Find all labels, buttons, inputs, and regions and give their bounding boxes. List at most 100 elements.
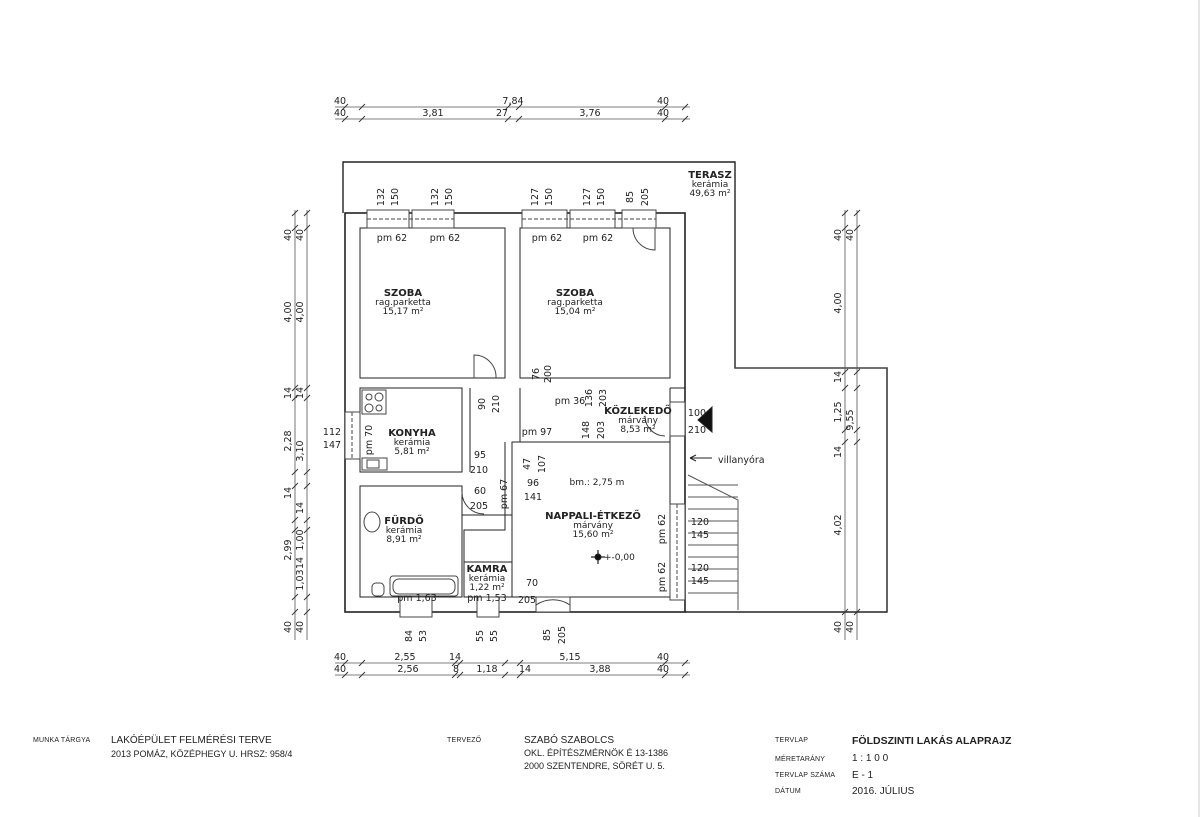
dimension-label: 14 [295, 387, 306, 399]
opening-label: 203 [598, 389, 609, 407]
room-floor: kerámia [692, 180, 728, 190]
dimension-label: 2,28 [283, 430, 294, 451]
sheet-value: FÖLDSZINTI LAKÁS ALAPRAJZ [852, 735, 1012, 747]
opening-label: 70 [526, 578, 538, 589]
opening-label: 150 [390, 188, 401, 206]
designer-name: SZABÓ SZABOLCS [524, 735, 615, 746]
opening-label: 84 [404, 630, 415, 642]
date-value: 2016. JÚLIUS [852, 786, 915, 797]
dimension-label: 14 [833, 371, 844, 383]
dimension-label: 40 [283, 229, 294, 241]
subject-label: MUNKA TÁRGYA [33, 737, 91, 744]
dimension-label: 7,84 [502, 96, 523, 107]
opening-label: 120 [691, 517, 709, 528]
opening-label: 145 [691, 576, 709, 587]
dimension-label: 40 [295, 621, 306, 633]
dimension-ticks [291, 103, 861, 679]
number-label: TERVLAP SZÁMA [775, 772, 836, 779]
windows [344, 209, 686, 618]
room-name: KAMRA [467, 564, 508, 575]
opening-label: 136 [584, 389, 595, 407]
opening-label: pm 62 [583, 233, 613, 244]
opening-label: 53 [418, 630, 429, 642]
opening-label: 205 [640, 188, 651, 206]
opening-label: 132 [430, 188, 441, 206]
opening-label: 47 [522, 458, 533, 470]
dimension-label: 40 [334, 664, 346, 675]
dimension-label: 40 [334, 108, 346, 119]
dimension-label: 2,56 [397, 664, 418, 675]
dimension-label: 40 [657, 96, 669, 107]
designer-label: TERVEZŐ [447, 737, 482, 744]
dimension-label: 40 [334, 652, 346, 663]
opening-label: pm 67 [499, 479, 510, 509]
dimension-label: 9,55 [845, 409, 856, 430]
opening-label: 210 [491, 395, 502, 413]
opening-label: 96 [527, 478, 539, 489]
dimension-label: 8 [453, 664, 459, 675]
dimension-label: 3,88 [589, 664, 610, 675]
room-area: 15,60 m² [572, 530, 613, 540]
room-area: 1,22 m² [469, 583, 505, 593]
dimension-label: 40 [845, 229, 856, 241]
opening-label: 90 [477, 398, 488, 410]
room-name: KÖZLEKEDŐ [604, 403, 672, 417]
number-value: E - 1 [852, 770, 874, 781]
room-area: 15,04 m² [554, 307, 595, 317]
opening-label: 112 [323, 427, 341, 438]
page-edge [1198, 0, 1200, 817]
room-area: 8,91 m² [386, 535, 422, 545]
room-name: SZOBA [556, 288, 595, 299]
dimension-label: 40 [657, 664, 669, 675]
opening-label: 200 [543, 365, 554, 383]
opening-label: pm 62 [657, 562, 668, 592]
dimension-label: 40 [845, 621, 856, 633]
opening-label: 95 [474, 450, 486, 461]
sheet-label: TERVLAP [775, 737, 809, 744]
opening-label: 85 [625, 191, 636, 203]
opening-label: 127 [582, 188, 593, 206]
plan-linework [291, 103, 888, 679]
opening-label: 76 [531, 368, 542, 380]
room-area: 5,81 m² [394, 447, 430, 457]
room-floor: kerámia [386, 526, 422, 536]
opening-label: pm 1,53 [467, 593, 506, 604]
opening-label: pm 97 [522, 427, 552, 438]
opening-label: 150 [596, 188, 607, 206]
dimension-label: 14 [833, 446, 844, 458]
dimension-label: 14 [283, 387, 294, 399]
room-area: 8,53 m² [620, 425, 656, 435]
dimension-label: 27 [496, 108, 508, 119]
room-area: 49,63 m² [689, 189, 730, 199]
dimension-label: 14 [295, 557, 306, 569]
room-floor: rag.parketta [547, 298, 603, 308]
opening-label: pm 70 [364, 425, 375, 455]
opening-label: 55 [475, 630, 486, 642]
opening-label: 60 [474, 486, 486, 497]
dimension-label: 40 [295, 229, 306, 241]
dimension-label: 14 [449, 652, 461, 663]
designer-address: 2000 SZENTENDRE, SÖRÉT U. 5. [524, 761, 665, 771]
opening-label: pm 1,63 [397, 593, 436, 604]
ceiling-height-label: bm.: 2,75 m [570, 478, 625, 488]
scale-value: 1 : 1 0 0 [852, 753, 889, 764]
room-floor: kerámia [394, 438, 430, 448]
opening-label: 210 [470, 465, 488, 476]
opening-label: 203 [596, 421, 607, 439]
scale-label: MÉRETARÁNY [775, 756, 826, 763]
opening-label: pm 62 [377, 233, 407, 244]
room-area: 15,17 m² [382, 307, 423, 317]
dimension-label: 3,81 [422, 108, 443, 119]
opening-label: 141 [524, 492, 542, 503]
opening-label: 145 [691, 530, 709, 541]
opening-label: 107 [537, 455, 548, 473]
room-name: FÜRDŐ [384, 513, 423, 527]
meter-pointer [689, 454, 712, 462]
opening-label: 132 [376, 188, 387, 206]
dimension-label: 3,10 [295, 440, 306, 461]
dimension-label: 14 [283, 487, 294, 499]
room-floor: kerámia [469, 574, 505, 584]
opening-label: 205 [470, 501, 488, 512]
